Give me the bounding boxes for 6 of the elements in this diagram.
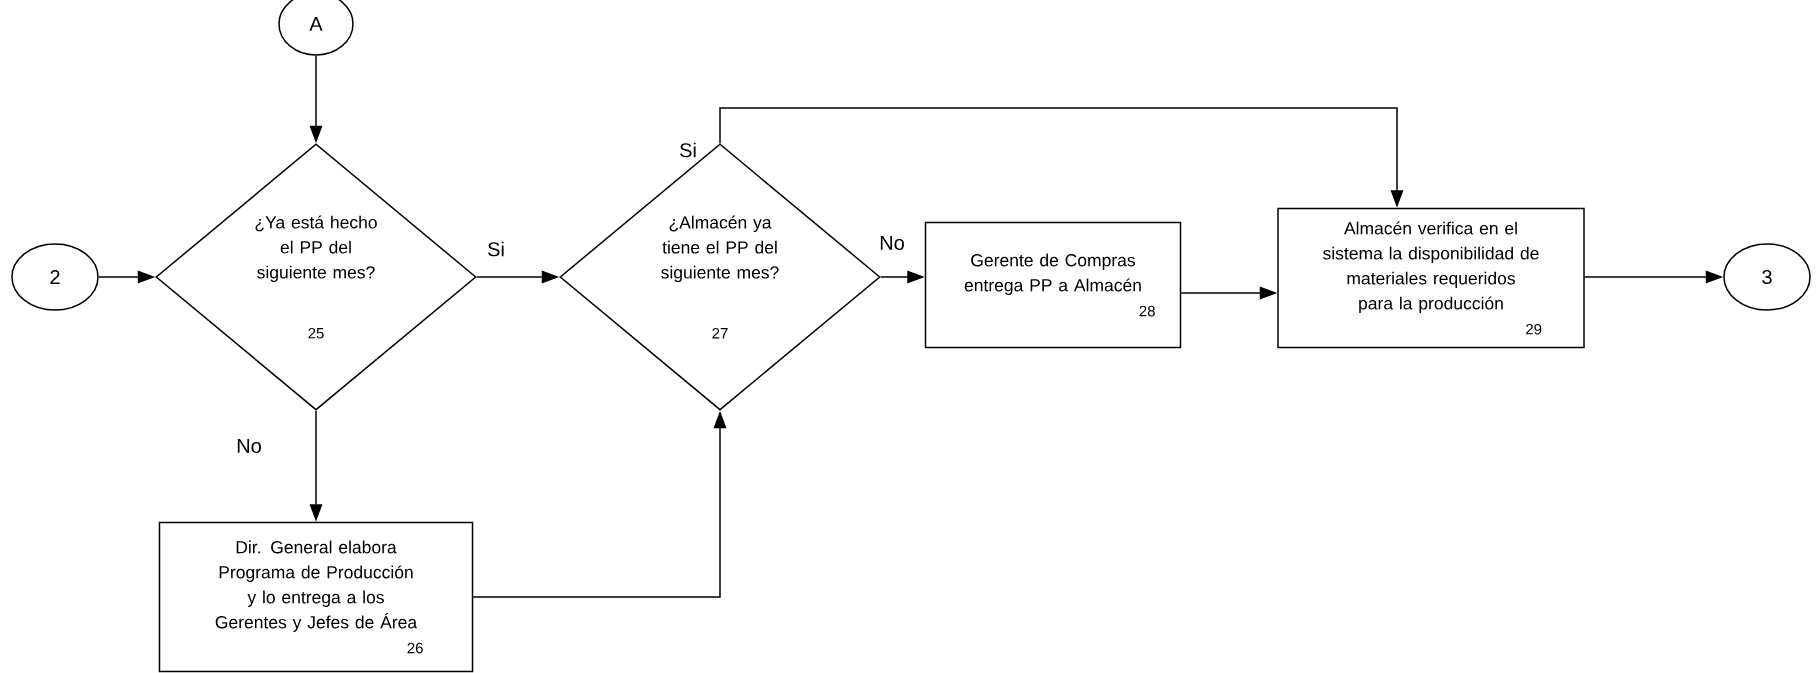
process-box: Almacén verifica en el sistema la disponibilidad de materiales requeridos para la producción 29 (1277, 207, 1585, 349)
edge-label: Si (676, 140, 700, 160)
edge-label: Si (484, 239, 508, 259)
edge-label: No (233, 436, 265, 456)
process-box: Gerente de Compras entrega PP a Almacén 28 (924, 221, 1182, 349)
process-box: Dir. General elabora Programa de Producción y lo entrega a los Gerentes y Jefes de Área 26 (158, 521, 474, 673)
